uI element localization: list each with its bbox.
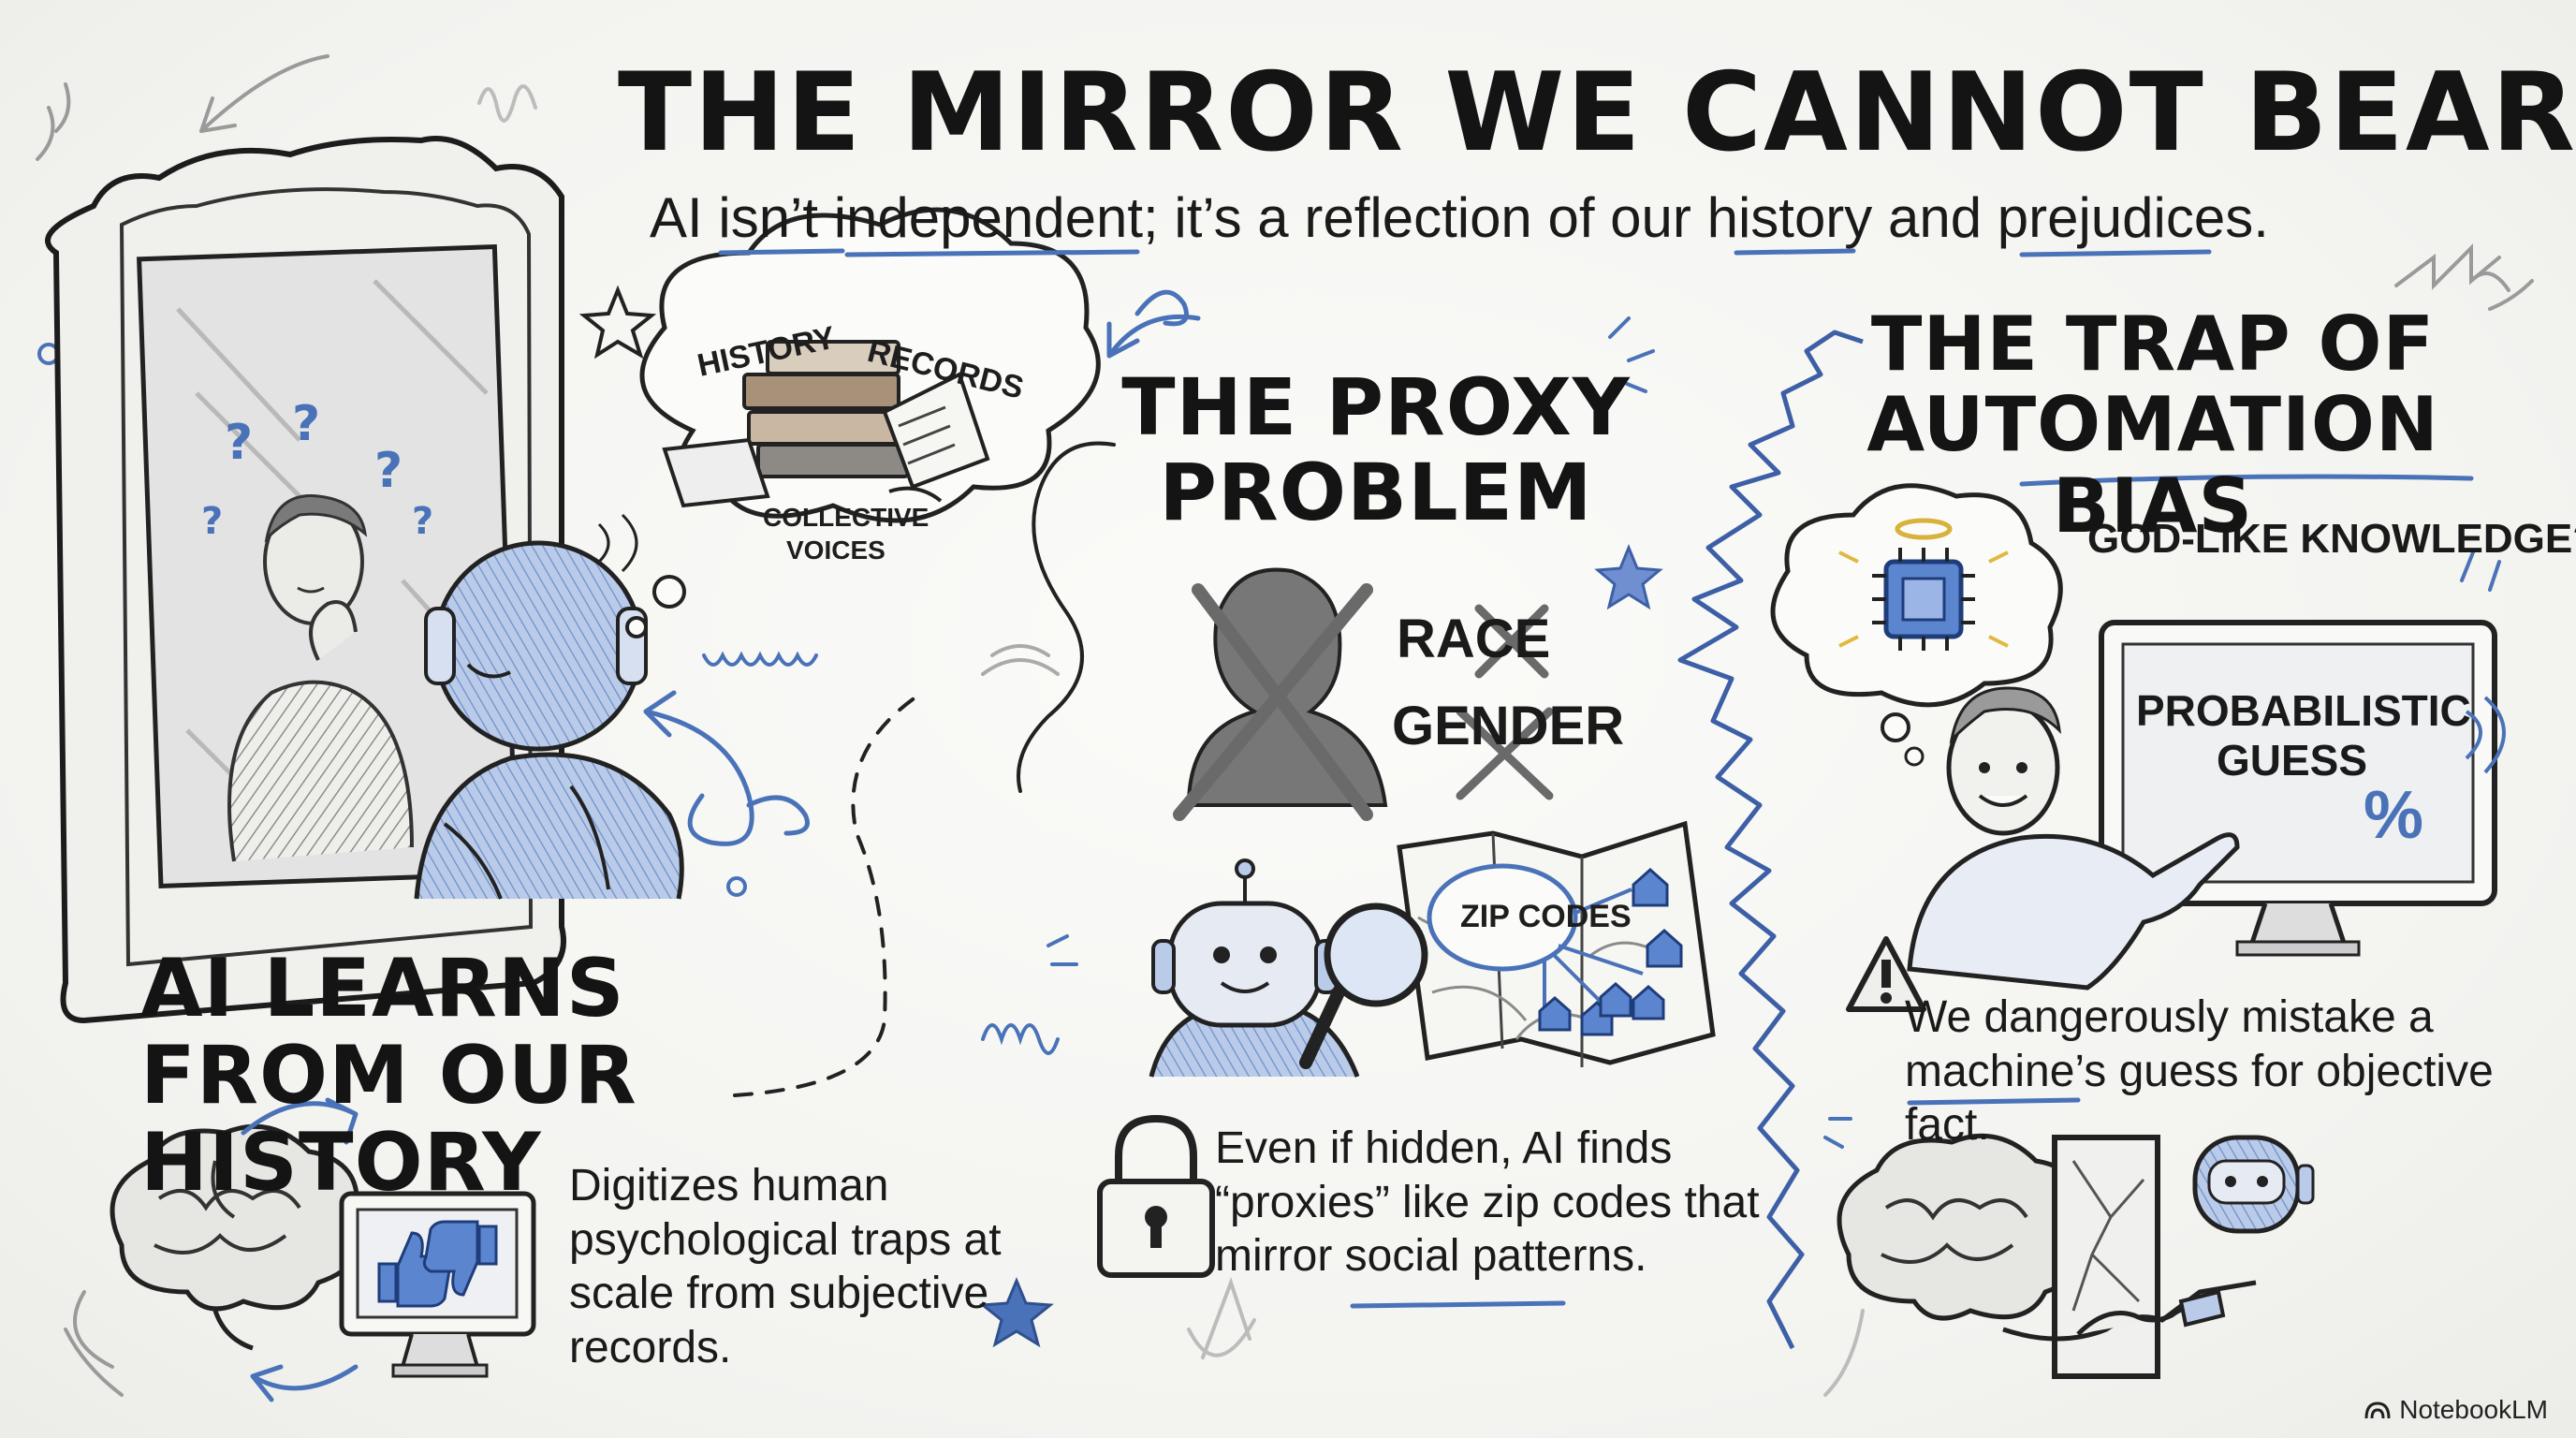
robot-head-trap — [2192, 1135, 2315, 1234]
brand-badge: NotebookLM — [2364, 1395, 2548, 1425]
crossed-label-race: RACE — [1397, 609, 1550, 669]
chip-icon — [1838, 548, 2009, 651]
history-heading: AI LEARNS FROM OUR HISTORY — [140, 942, 637, 1210]
cycle-arrows — [241, 1097, 359, 1402]
brand-name: NotebookLM — [2399, 1395, 2548, 1424]
brain-icon-trap — [1837, 1133, 2090, 1321]
map-label-zip-codes: ZIP CODES — [1460, 899, 1632, 934]
person-icon — [227, 494, 414, 862]
dashed-connector — [733, 691, 924, 1097]
cloud-label-voices: VOICES — [786, 536, 886, 565]
map-icon: ZIP CODES — [1397, 820, 1716, 1067]
svg-text:?: ? — [225, 415, 253, 471]
crossed-silhouette — [1173, 567, 1554, 821]
thought-label-god-like: GOD-LIKE KNOWLEDGE? — [2087, 516, 2576, 562]
accent-squiggles — [37, 316, 2501, 1149]
squiggle-connector — [1017, 441, 1116, 793]
star-icon-blue — [1594, 544, 1663, 610]
magnifier-icon — [1299, 902, 1428, 1069]
main-title: THE MIRROR WE CANNOT BEAR — [618, 50, 2576, 176]
thought-cloud-icon: HISTORY RECORDS COLLECTIVE VOICES — [625, 207, 1101, 638]
house-icon — [1538, 867, 1683, 1036]
mirror-icon: ? ? ? ? ? — [45, 136, 566, 1024]
presenter-monitor-icon — [2099, 620, 2506, 957]
star-icon-blue-2 — [979, 1277, 1054, 1348]
thumbs-down-icon — [422, 1220, 498, 1297]
crossed-label-gender: GENDER — [1392, 696, 1624, 756]
cloud-label-collective: COLLECTIVE — [763, 503, 929, 532]
warning-icon — [1846, 936, 1926, 1012]
monitor-percent-symbol: % — [2364, 778, 2423, 853]
svg-text:?: ? — [412, 500, 433, 543]
corner-doodles — [36, 54, 2534, 1397]
person-presenting — [1907, 686, 2240, 990]
history-description: Digitizes human psychological traps at s… — [569, 1161, 1002, 1372]
svg-text:?: ? — [374, 443, 402, 499]
lock-icon — [1097, 1114, 1215, 1278]
subtitle: AI isn’t independent; it’s a reflection … — [650, 186, 2269, 249]
robot-icon — [414, 513, 684, 900]
handshake-icon — [2002, 1280, 2257, 1342]
halo-icon — [1895, 518, 1953, 540]
proxy-heading: THE PROXY PROBLEM — [1121, 361, 1631, 538]
svg-text:?: ? — [292, 396, 320, 452]
trap-thought-cloud — [1770, 483, 2063, 767]
robot-with-magnifier — [1149, 858, 1428, 1078]
monitor-icon — [339, 1191, 536, 1378]
trap-heading: THE TRAP OF AUTOMATION BIAS — [1866, 301, 2439, 550]
monitor-label-guess: GUESS — [2217, 736, 2367, 785]
swirl-arrows — [643, 289, 1201, 846]
subtitle-underlines — [718, 248, 2474, 1309]
jagged-divider — [1677, 330, 1864, 1350]
trap-warning-text: We dangerously mistake a machine’s guess… — [1905, 992, 2494, 1151]
book-stack-icon — [662, 340, 990, 508]
monitor-label-probabilistic: PROBABILISTIC — [2136, 686, 2471, 735]
svg-text:?: ? — [201, 500, 223, 543]
proxy-description: Even if hidden, AI finds “proxies” like … — [1215, 1123, 1760, 1282]
notebooklm-logo-icon — [2364, 1401, 2391, 1419]
star-icon — [578, 285, 657, 360]
